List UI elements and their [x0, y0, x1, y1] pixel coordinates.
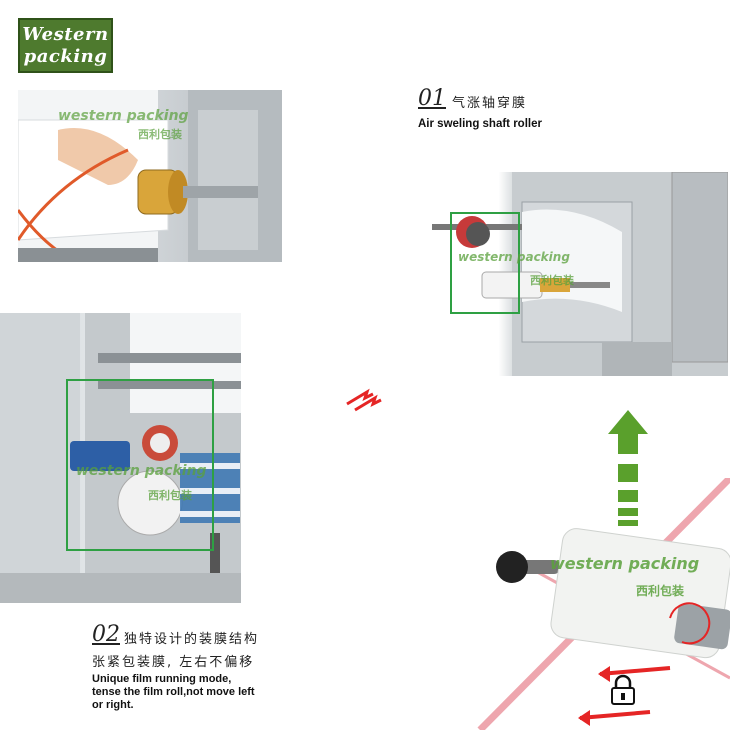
- watermark-text: western packing: [458, 250, 570, 264]
- watermark-cn: 西利包装: [636, 584, 685, 598]
- feature-01-title-en: Air sweling shaft roller: [418, 118, 542, 130]
- highlight-box: [66, 379, 214, 551]
- highlight-box: [450, 212, 520, 314]
- film-mounting-photo: western packing 西利包装: [0, 313, 241, 603]
- roller-diagram: western packing 西利包装: [470, 475, 730, 733]
- watermark-text: western packing: [550, 554, 700, 573]
- feature-01-number: 01: [418, 86, 446, 111]
- watermark-cn: 西利包装: [530, 274, 574, 287]
- watermark-cn: 西利包装: [148, 489, 192, 502]
- up-arrow-icon: [608, 410, 648, 526]
- feature-02-title-cn-line-2: 张紧包装膜, 左右不偏移: [92, 655, 255, 670]
- lock-icon: [611, 674, 635, 705]
- feature-02-title-cn-line-1: 独特设计的装膜结构: [124, 632, 260, 647]
- watermark-text: western packing: [76, 463, 207, 479]
- shaft-roller-photo: western packing 西利包装: [422, 172, 728, 376]
- watermark-cn: 西利包装: [138, 128, 182, 141]
- feature-02-desc-line-1: Unique film running mode,: [92, 673, 232, 685]
- brand-logo: Western packing: [18, 18, 113, 73]
- air-shaft-photo: western packing 西利包装: [18, 90, 282, 262]
- feature-02-desc-line-3: or right.: [92, 699, 134, 711]
- feature-02-description-en: Unique film running mode, tense the film…: [92, 673, 332, 712]
- logo-line-1: Western: [22, 24, 109, 45]
- logo-line-2: packing: [23, 46, 108, 67]
- double-arrow-icon: [346, 388, 382, 412]
- feature-02-number: 02: [92, 622, 120, 647]
- feature-02-desc-line-2: tense the film roll,not move left: [92, 686, 255, 698]
- watermark-text: western packing: [58, 108, 189, 124]
- feature-01-title-cn: 气涨轴穿膜: [452, 96, 528, 111]
